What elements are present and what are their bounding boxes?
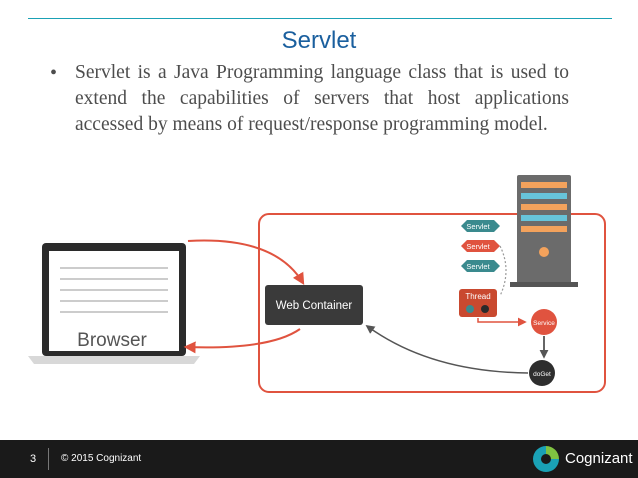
footer-divider — [48, 448, 49, 470]
servlet-tag: Servlet — [461, 220, 500, 232]
bullet-marker: • — [50, 62, 57, 85]
title-rule — [28, 18, 612, 19]
browser-label: Browser — [77, 330, 147, 351]
servlet-tag: Servlet — [461, 260, 500, 272]
request-arrow — [188, 241, 303, 283]
thread-dot-icon — [466, 305, 474, 313]
thread-label: Thread — [465, 292, 490, 301]
thread-to-service-arrow — [478, 318, 525, 322]
copyright-text: © 2015 Cognizant — [61, 453, 141, 464]
servlet-diagram: Browser Web Container Servlet Servlet Se… — [0, 170, 638, 430]
service-label: Service — [533, 320, 555, 327]
footer-bar: 3 © 2015 Cognizant Cognizant — [0, 440, 638, 478]
dotted-connector — [500, 246, 506, 296]
svg-text:Servlet: Servlet — [466, 242, 490, 251]
brand-name: Cognizant — [565, 450, 633, 467]
slide-title: Servlet — [0, 27, 638, 55]
servlet-tag: Servlet — [461, 240, 500, 252]
server-icon — [510, 175, 578, 287]
doget-label: doGet — [533, 371, 551, 378]
cognizant-logo-icon — [531, 444, 561, 474]
doget-to-container-arrow — [367, 326, 528, 373]
svg-text:Servlet: Servlet — [466, 222, 490, 231]
page-number: 3 — [30, 453, 36, 465]
bullet-text: Servlet is a Java Programming language c… — [75, 60, 569, 138]
response-arrow — [186, 329, 300, 347]
web-container-label: Web Container — [276, 300, 353, 312]
thread-dot-icon — [481, 305, 489, 313]
svg-text:Servlet: Servlet — [466, 262, 490, 271]
